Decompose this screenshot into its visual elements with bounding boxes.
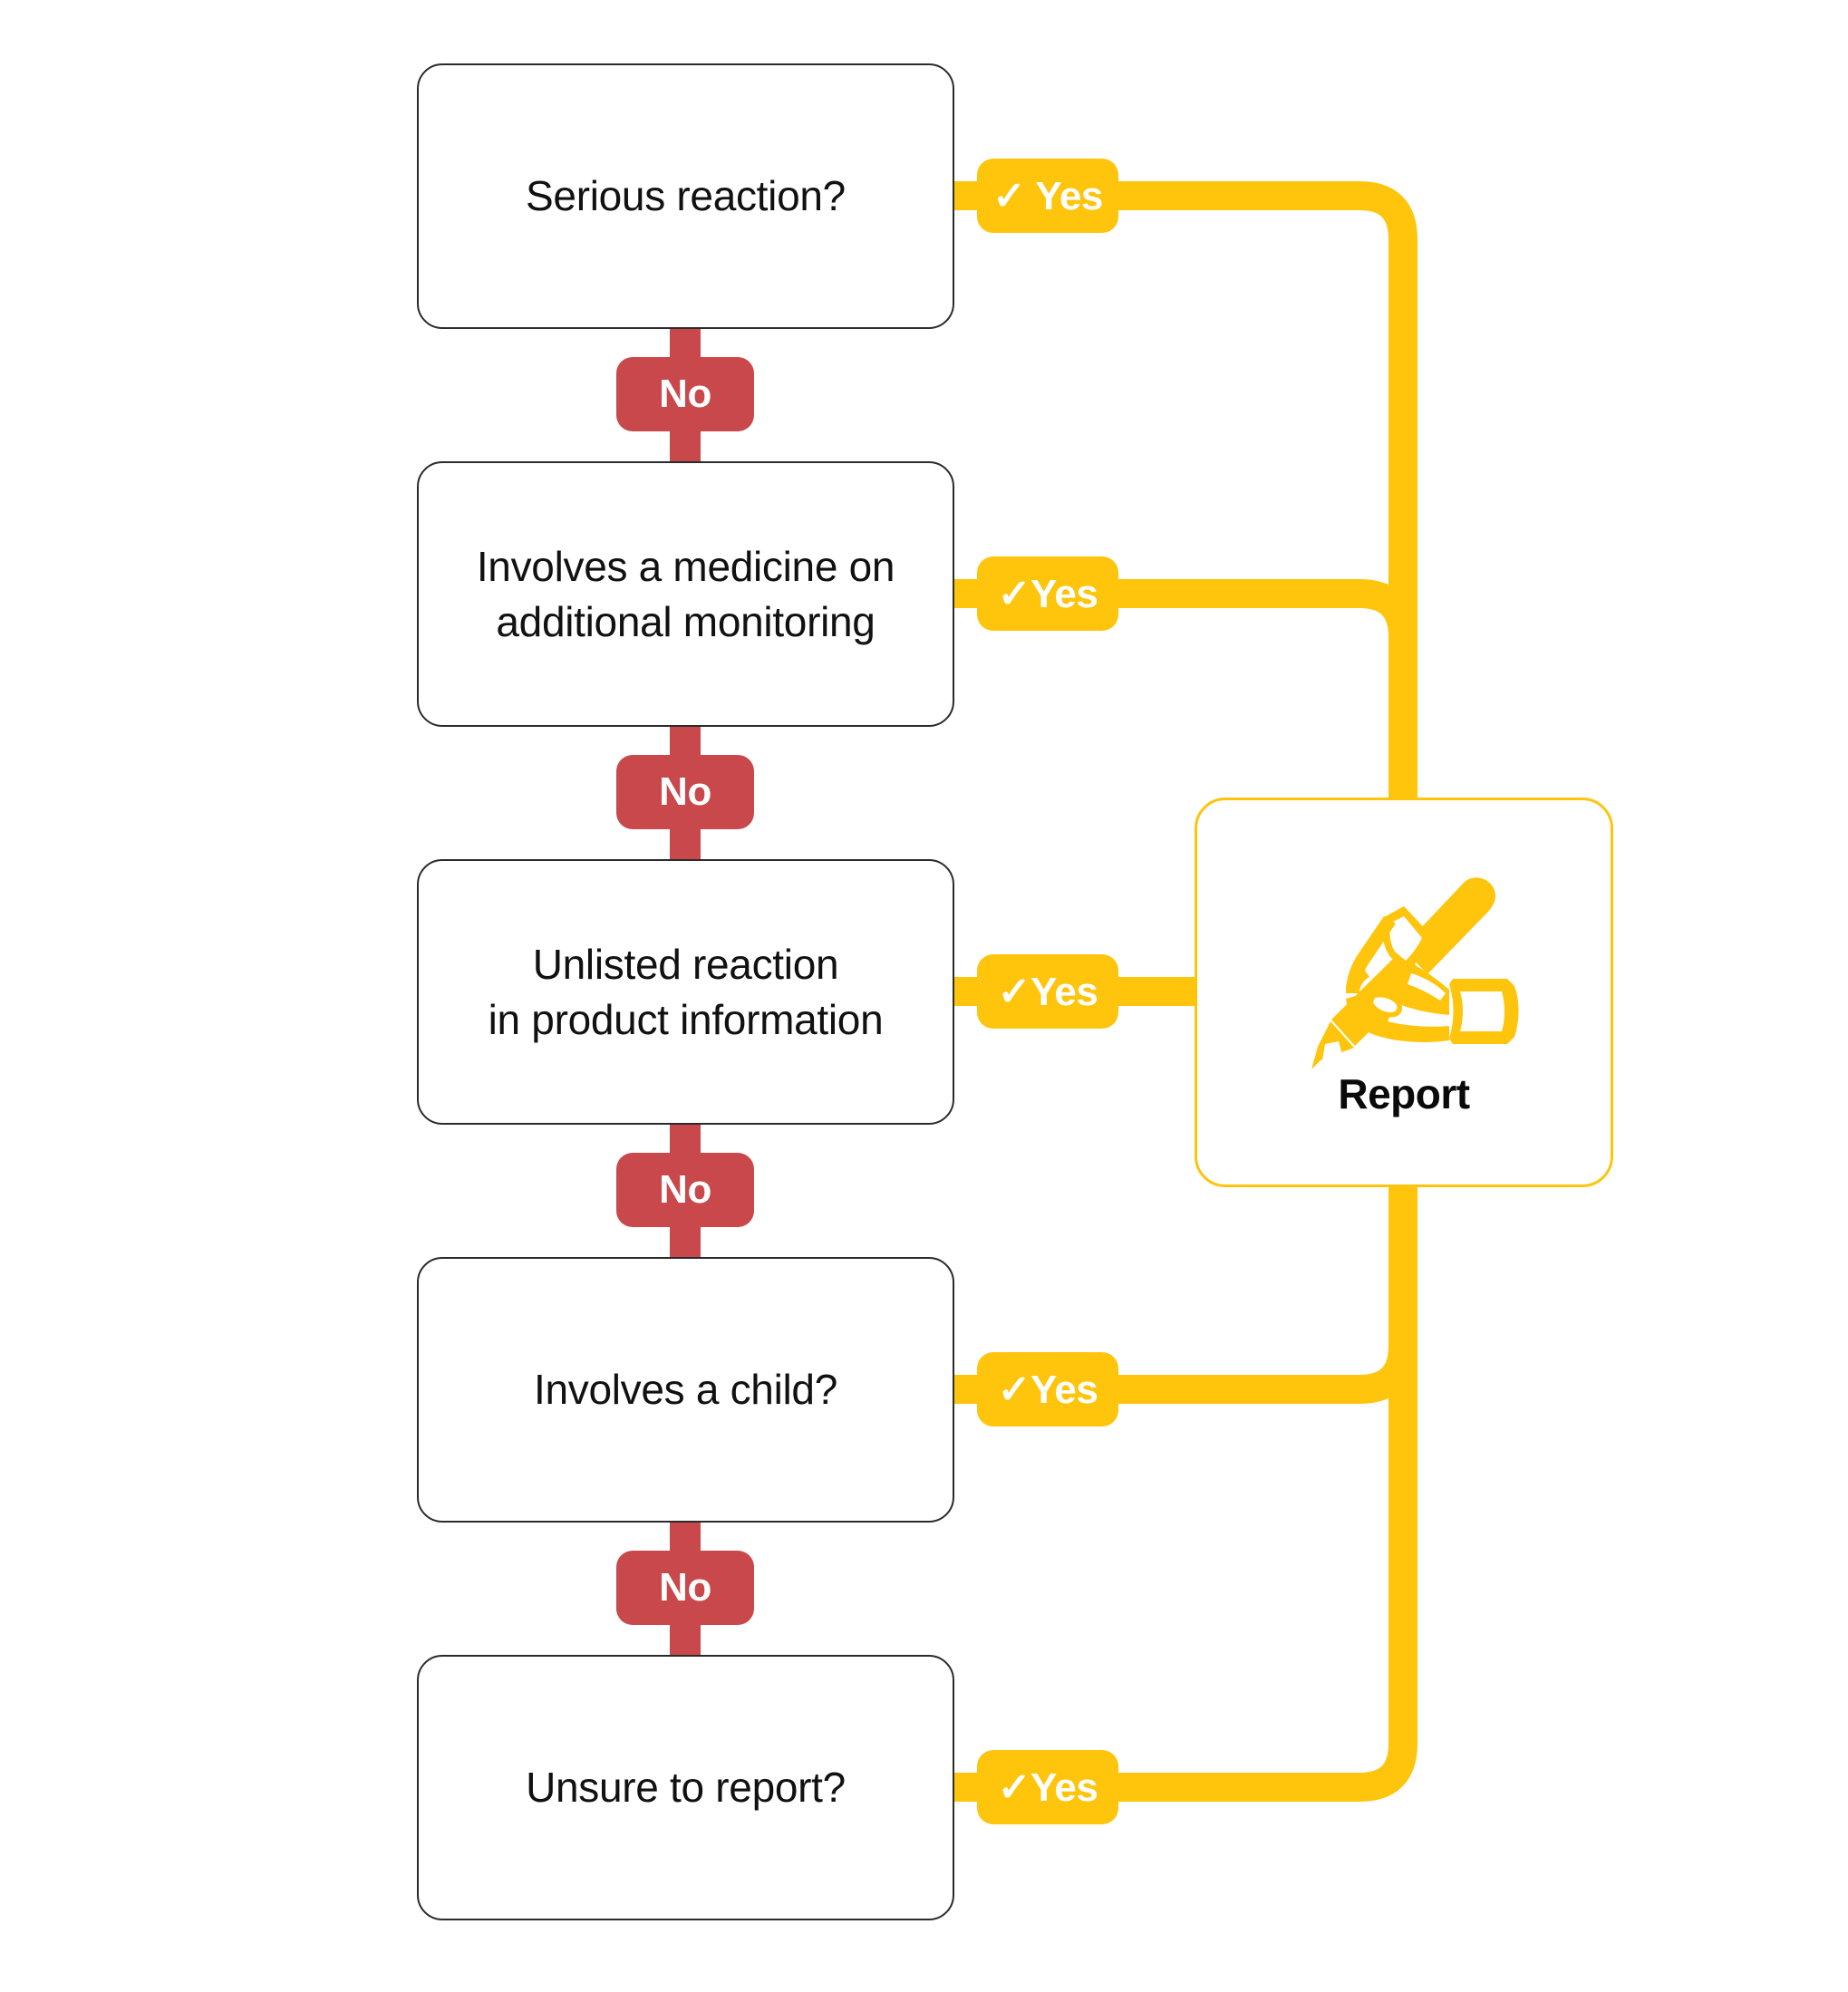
question-text: Involves a child? <box>534 1366 837 1414</box>
yes-badge-label: ✓Yes <box>997 1367 1098 1412</box>
no-badge-additional-monitoring[interactable]: No <box>616 755 754 829</box>
question-text: Involves a medicine on additional monito… <box>476 542 895 645</box>
yes-badge-label: ✓ Yes <box>992 173 1103 218</box>
no-badge-label: No <box>659 1167 711 1212</box>
yes-badge-additional-monitoring[interactable]: ✓Yes <box>977 556 1118 631</box>
no-badge-unlisted-reaction[interactable]: No <box>616 1153 754 1227</box>
yes-badge-label: ✓Yes <box>997 1765 1098 1810</box>
question-text: Serious reaction? <box>526 172 846 220</box>
no-badge-label: No <box>659 372 711 416</box>
hand-writing-with-pencil-icon <box>1268 866 1540 1075</box>
question-text: Unsure to report? <box>526 1764 846 1812</box>
yes-badge-unsure-to-report[interactable]: ✓Yes <box>977 1750 1118 1824</box>
yes-badge-unlisted-reaction[interactable]: ✓Yes <box>977 954 1118 1029</box>
report-label: Report <box>1338 1070 1470 1117</box>
question-text: Unlisted reaction in product information <box>488 940 884 1043</box>
question-box-additional-monitoring[interactable]: Involves a medicine on additional monito… <box>417 461 954 727</box>
report-outcome-box[interactable]: Report <box>1195 798 1613 1187</box>
no-badge-involves-child[interactable]: No <box>616 1551 754 1625</box>
no-badge-serious-reaction[interactable]: No <box>616 357 754 431</box>
question-box-unsure-to-report[interactable]: Unsure to report? <box>417 1655 954 1920</box>
yes-badge-label: ✓Yes <box>997 969 1098 1014</box>
question-box-serious-reaction[interactable]: Serious reaction? <box>417 63 954 329</box>
yes-badge-involves-child[interactable]: ✓Yes <box>977 1352 1118 1426</box>
no-badge-label: No <box>659 769 711 814</box>
question-box-involves-child[interactable]: Involves a child? <box>417 1257 954 1523</box>
yes-badge-label: ✓Yes <box>997 571 1098 616</box>
no-badge-label: No <box>659 1565 711 1610</box>
question-box-unlisted-reaction[interactable]: Unlisted reaction in product information <box>417 859 954 1125</box>
yes-badge-serious-reaction[interactable]: ✓ Yes <box>977 159 1118 233</box>
